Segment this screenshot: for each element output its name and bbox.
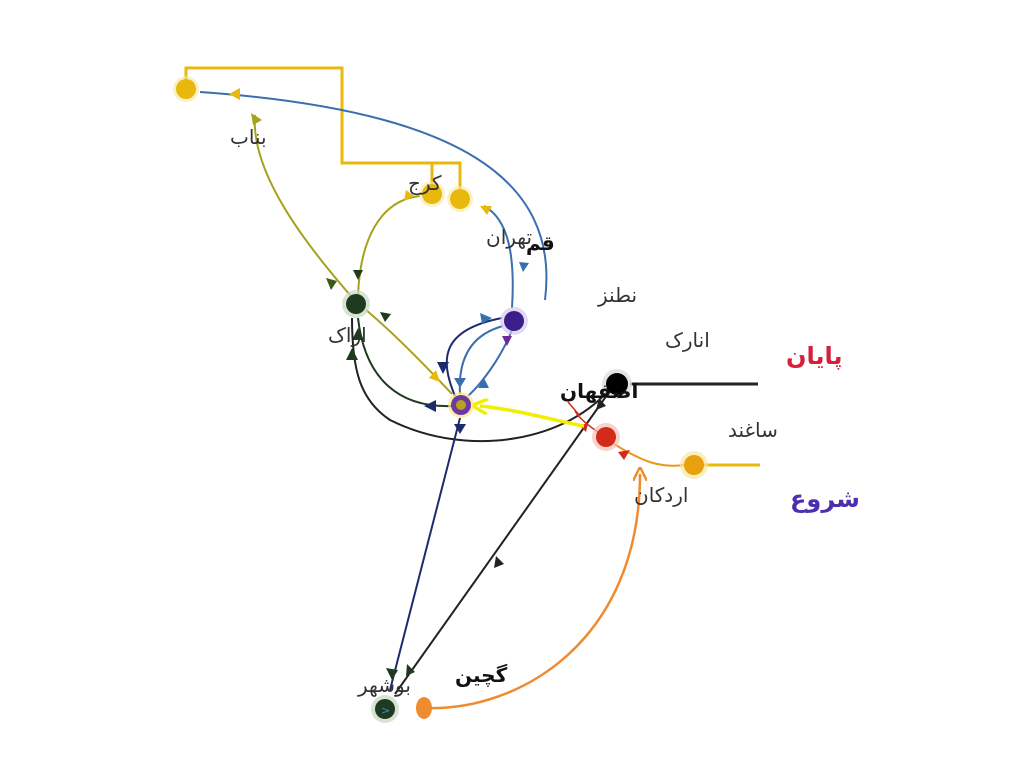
arrow-head: [502, 336, 512, 346]
node-ardakan: [592, 423, 620, 451]
arrow-head: [519, 262, 529, 272]
edge-arak-to-karaj: [357, 195, 421, 297]
label-saghand: ساغند: [728, 418, 778, 442]
arrow-head: [429, 370, 440, 382]
arrow-head: [437, 362, 449, 374]
node-saghand: [680, 451, 708, 479]
arrow-head: [352, 328, 364, 340]
label-gachin: گچین: [455, 663, 508, 688]
arrow-head: [380, 312, 391, 322]
arrow-head: [353, 270, 363, 280]
arrow-head: [229, 88, 240, 100]
arrow-head: [454, 424, 466, 434]
label-bonab: بناب: [230, 125, 267, 149]
arrow-head: [346, 348, 358, 360]
arrow-head: [494, 556, 504, 568]
arrow-head: [478, 378, 489, 388]
node-natanz: [500, 307, 528, 335]
edge-arak-to-bonab: [253, 114, 357, 303]
arrow-head: [404, 190, 414, 201]
label-anarak: انارک: [665, 328, 710, 352]
node-bonab: [173, 76, 199, 102]
label-end: پایان: [786, 342, 843, 370]
arrow-head: [454, 378, 466, 388]
edge-isfahan-to-bushehr: [389, 417, 461, 691]
label-bushehr: بوشهر: [357, 673, 411, 697]
highlight-arrow-to-isfahan: [480, 406, 585, 428]
arrow-head: [251, 113, 262, 125]
edge-arak-to-isfahan: [365, 309, 453, 395]
label-start: شروع: [790, 485, 860, 513]
arrow-head: [326, 278, 337, 290]
label-qom: قم: [526, 231, 555, 255]
edge-natanz-to-tehran: [483, 205, 514, 309]
edge-natanz-to-bonab: [199, 91, 548, 301]
edge-arak-to-bonab-arrow: [290, 200, 330, 285]
edge-gachin-to-ardakan: [423, 474, 640, 710]
arrow-head: [480, 313, 492, 324]
node-anarak: [602, 369, 632, 399]
node-bushehr: >: [371, 695, 399, 723]
node-tehran: [447, 186, 473, 212]
arrow-head: [406, 664, 415, 676]
arrow-head: [424, 400, 436, 412]
arrow-head: [386, 668, 398, 680]
arrow-head: [618, 450, 630, 460]
label-natanz: نطنز: [597, 283, 637, 307]
label-arak: اراک: [328, 323, 367, 347]
node-gachin: [416, 697, 432, 719]
node-karaj: [419, 181, 445, 207]
node-isfahan: [448, 392, 474, 418]
x-mark: [567, 401, 581, 417]
svg-text:>: >: [381, 704, 390, 717]
arrow-head: [480, 206, 492, 215]
label-tehran: تهران: [486, 225, 532, 249]
label-ardakan: اردکان: [634, 483, 688, 507]
arrow-head: [596, 398, 606, 410]
label-karaj: کرج: [408, 171, 442, 195]
edge-bushehr-to-anarak: [394, 387, 613, 695]
edge-anarak-to-arak: [351, 317, 613, 443]
label-isfahan: اصفهان: [560, 379, 638, 403]
node-arak: [342, 290, 370, 318]
